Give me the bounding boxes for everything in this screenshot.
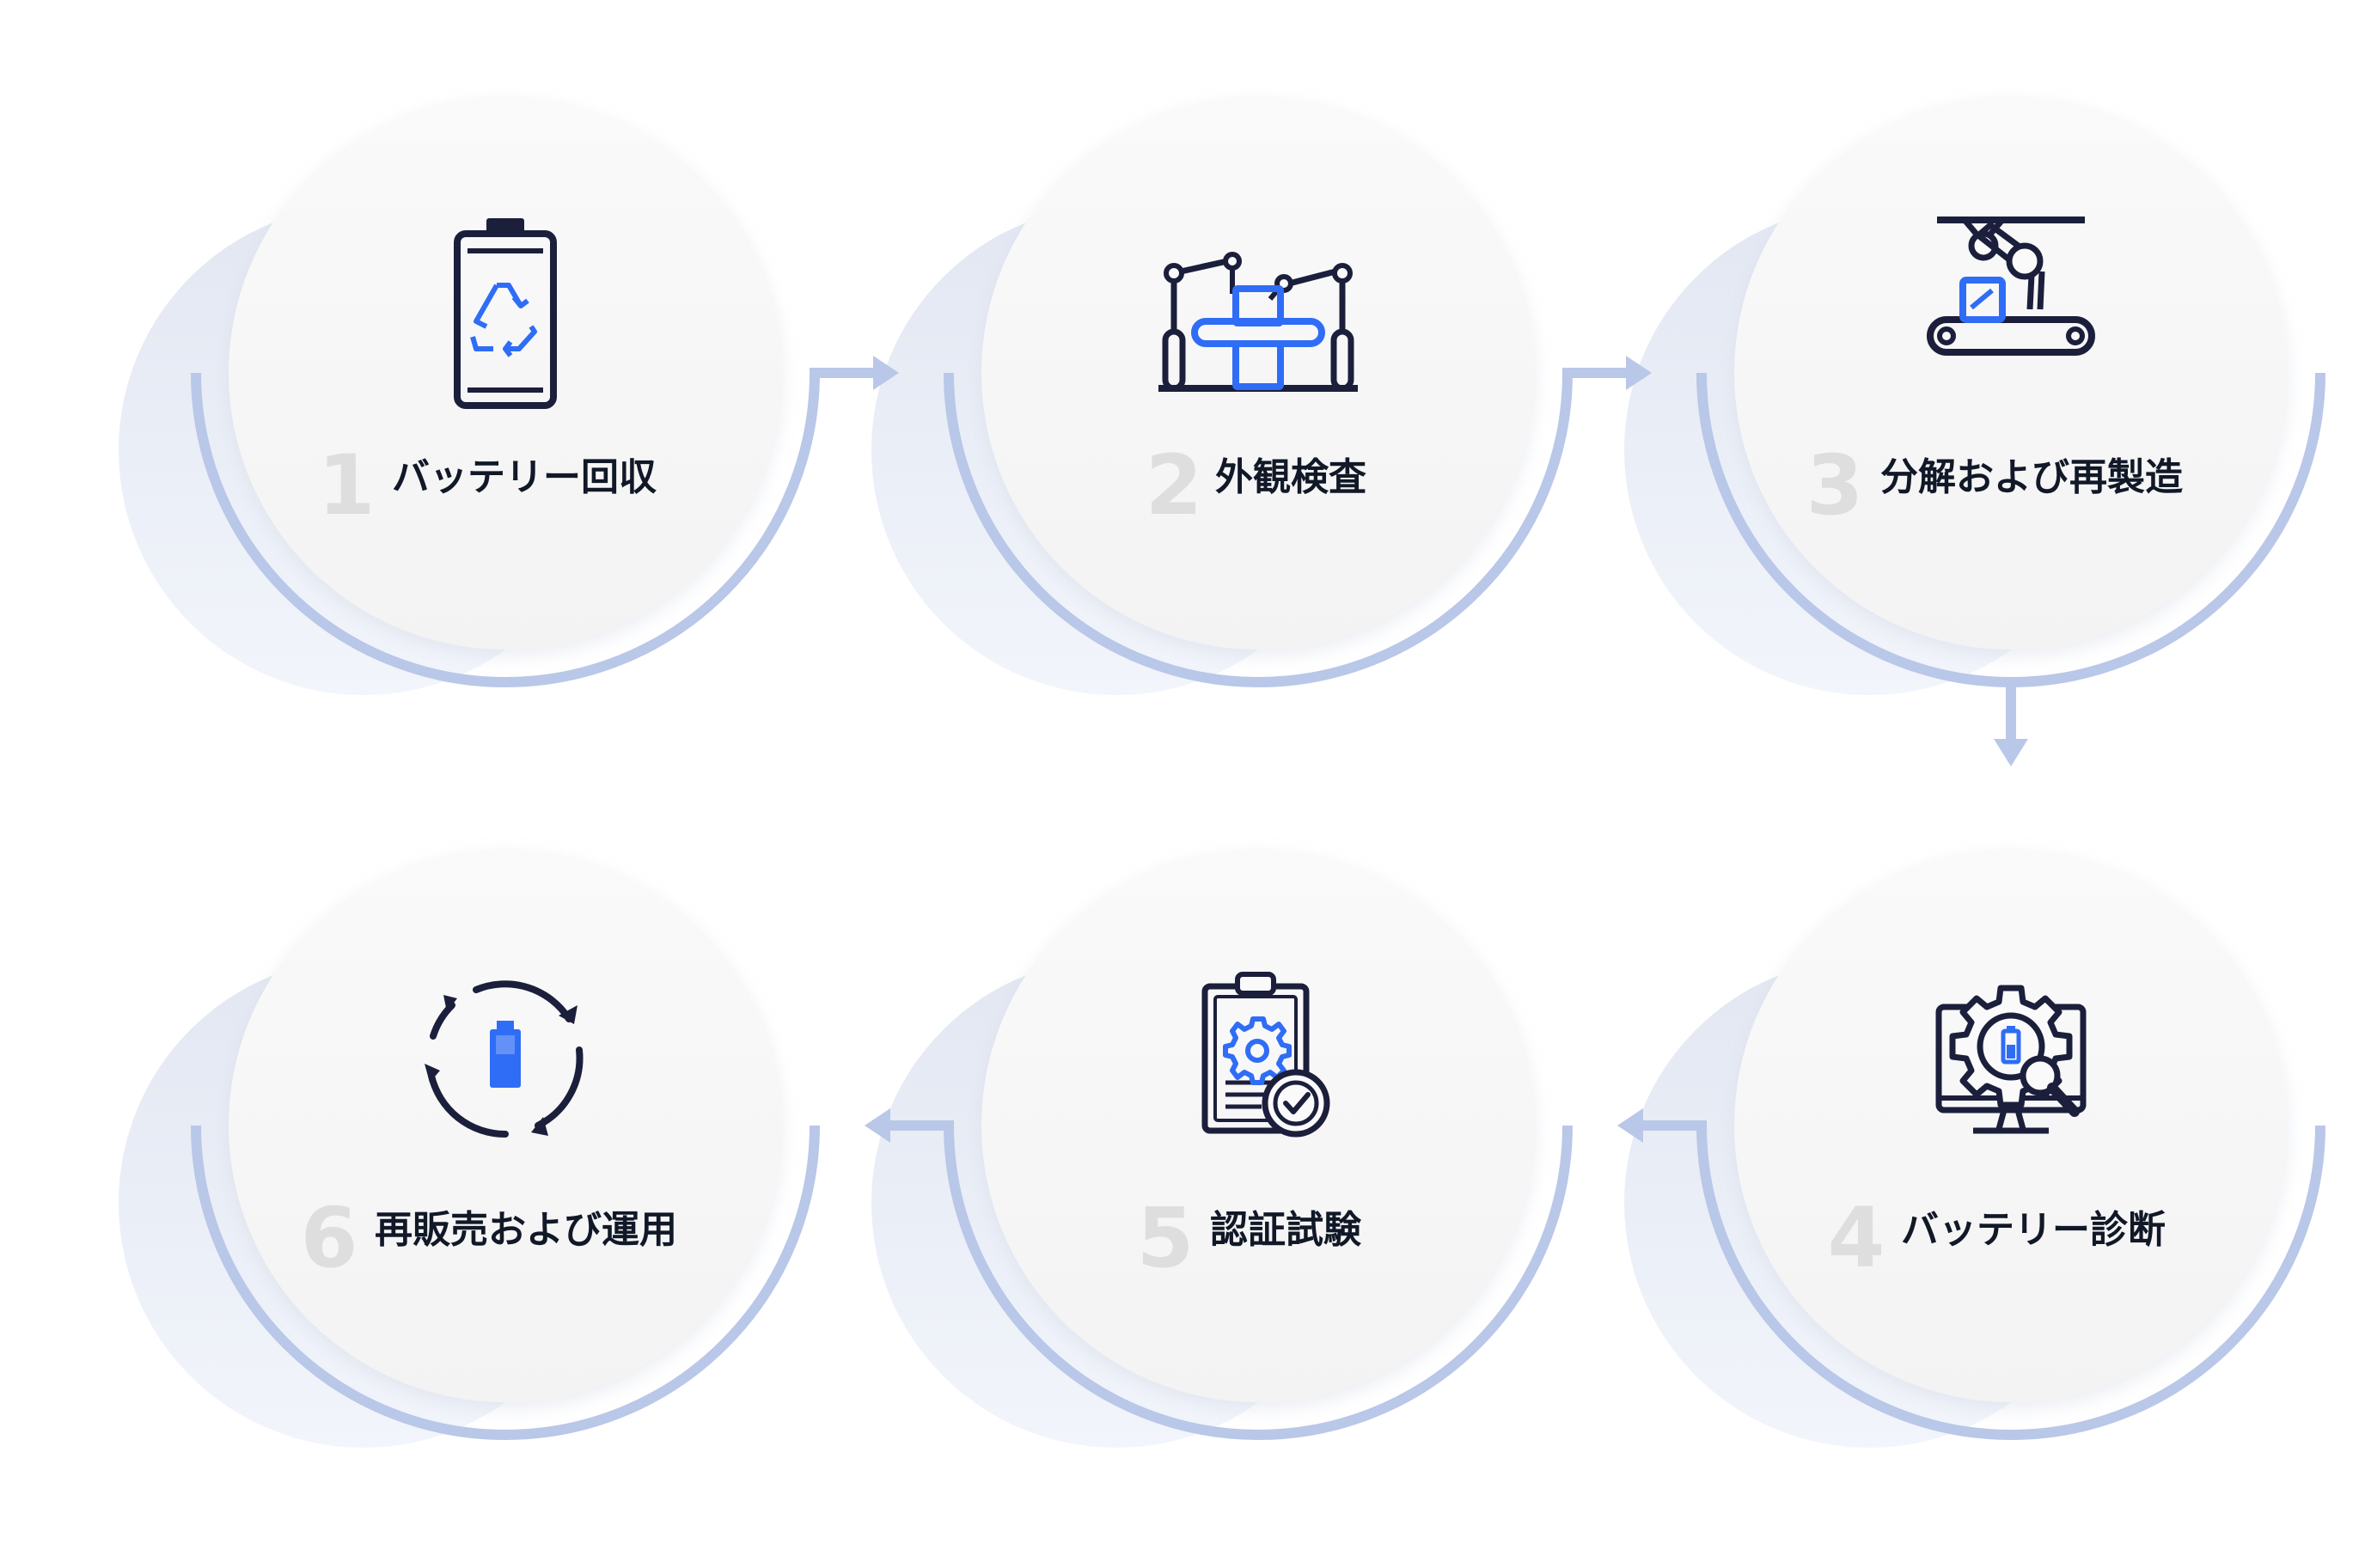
step-2-ring	[944, 372, 1573, 687]
arrow-5-to-6	[865, 1108, 954, 1143]
step-2: 2 外観検査	[871, 96, 1573, 695]
step-3: 3 分解および再製造	[1624, 96, 2325, 695]
step-6: 6 再販売および運用	[119, 849, 820, 1448]
step-6-number: 6	[301, 1190, 358, 1286]
step-1-ring	[191, 372, 820, 687]
step-5-face	[981, 849, 1535, 1402]
step-5-number: 5	[1137, 1190, 1195, 1286]
step-3-face	[1734, 96, 2288, 650]
step-3-label: 分解および再製造	[1880, 455, 2183, 499]
robot-arms-inspection-icon	[1158, 252, 1358, 392]
connectors	[810, 356, 2028, 1143]
step-2-number: 2	[1146, 437, 1203, 534]
step-5-label: 認証試験	[1210, 1208, 1362, 1252]
arrow-3-to-4	[1994, 682, 2028, 766]
step-4-face	[1734, 849, 2288, 1402]
step-1-label: バッテリー回収	[392, 455, 657, 499]
step-6-ring	[191, 1125, 820, 1440]
battery-recycle-icon	[454, 218, 557, 409]
step-1-face	[229, 96, 782, 650]
step-5: 5 認証試験	[871, 849, 1573, 1448]
battery-cycle-icon	[425, 980, 584, 1138]
arrow-4-to-5	[1617, 1108, 1707, 1143]
step-1: 1 バッテリー回収	[119, 96, 820, 695]
battery-diagnosis-monitor-icon	[1935, 985, 2087, 1134]
step-3-number: 3	[1806, 437, 1864, 534]
step-4-number: 4	[1828, 1190, 1885, 1286]
step-4-ring	[1696, 1125, 2325, 1440]
certification-clipboard-icon	[1201, 972, 1330, 1138]
step-5-ring	[944, 1125, 1573, 1440]
step-6-face	[229, 849, 782, 1402]
step-6-label: 再販売および運用	[375, 1208, 677, 1252]
step-4: 4 バッテリー診断	[1624, 849, 2325, 1448]
arrow-1-to-2	[810, 356, 899, 390]
conveyor-robot-arm-icon	[1927, 217, 2095, 356]
arrow-2-to-3	[1562, 356, 1652, 390]
step-2-label: 外観検査	[1215, 455, 1366, 499]
step-4-label: バッテリー診断	[1901, 1208, 2166, 1252]
step-1-number: 1	[318, 437, 376, 534]
step-2-face	[981, 96, 1535, 650]
